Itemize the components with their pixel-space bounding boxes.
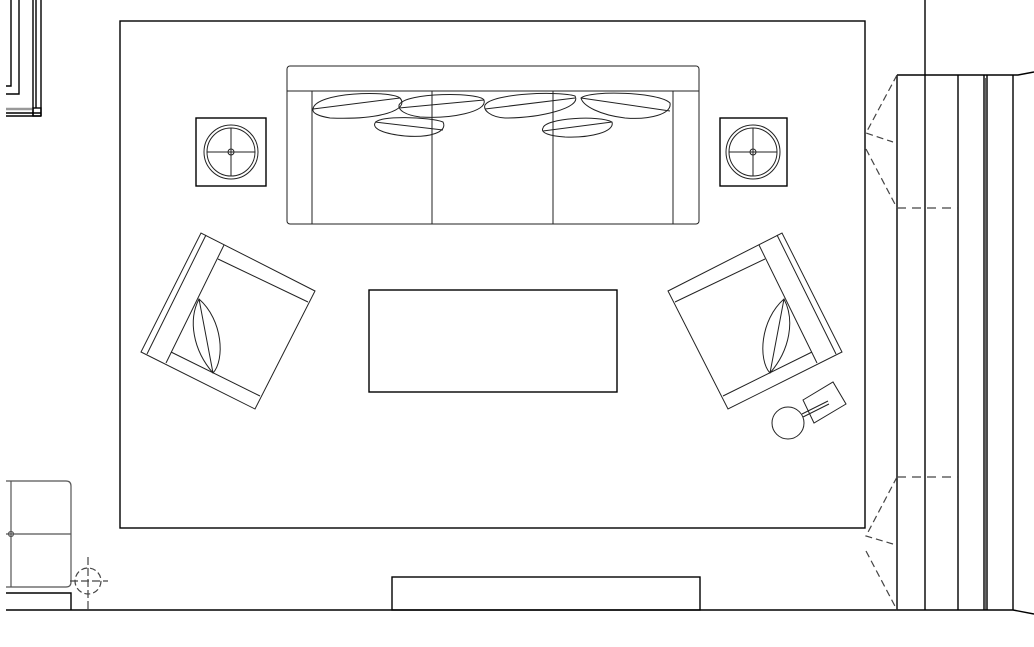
armchair-right <box>667 232 843 410</box>
cabinet-bottom-left <box>6 480 72 610</box>
column-marker <box>70 557 108 610</box>
end-table-left <box>195 117 267 187</box>
coffee-table <box>368 289 618 393</box>
rug <box>119 20 866 529</box>
end-table-right <box>719 117 788 187</box>
door-swing-top <box>865 74 898 209</box>
armchair-left <box>140 232 316 410</box>
door-swing-bottom <box>865 476 898 611</box>
wall-bottom <box>6 609 1034 615</box>
sofa <box>286 65 700 225</box>
media-console <box>391 576 701 611</box>
window-wall-right <box>896 0 1034 610</box>
pillows <box>312 92 671 138</box>
floor-lamp <box>771 381 847 440</box>
wall-corner-top-left <box>6 0 42 117</box>
